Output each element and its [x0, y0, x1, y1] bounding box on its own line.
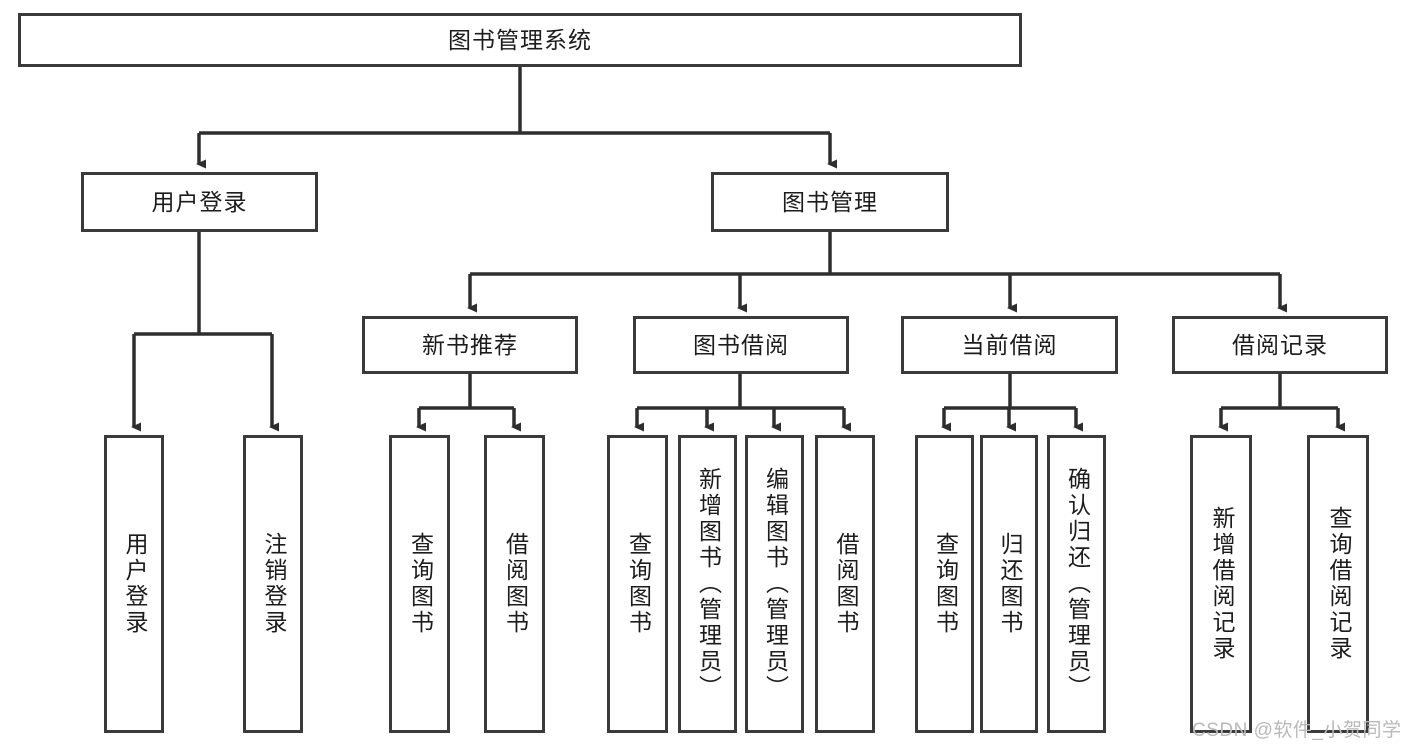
node-label: 查询图书 [407, 532, 434, 636]
leaf-query-book-current[interactable]: 查询图书 [915, 435, 974, 733]
node-user-login[interactable]: 用户登录 [81, 172, 318, 232]
leaf-confirm-return-admin[interactable]: 确认归还（管理员） [1047, 435, 1106, 733]
node-label: 借阅图书 [502, 532, 529, 636]
node-label: 查询借阅记录 [1325, 506, 1352, 662]
node-label: 图书管理 [782, 188, 878, 215]
node-label: 用户登录 [151, 188, 248, 215]
node-label: 归还图书 [996, 532, 1023, 636]
leaf-user-login[interactable]: 用户登录 [104, 435, 164, 733]
node-book-management[interactable]: 图书管理 [711, 172, 949, 232]
leaf-return-book[interactable]: 归还图书 [980, 435, 1038, 733]
node-borrow-record[interactable]: 借阅记录 [1172, 316, 1388, 374]
node-label: 注销登录 [260, 532, 287, 636]
node-label: 借阅记录 [1232, 331, 1328, 358]
node-label: 新书推荐 [422, 331, 518, 358]
node-root-book-management-system[interactable]: 图书管理系统 [18, 13, 1022, 67]
node-label: 图书借阅 [693, 331, 789, 358]
leaf-query-book-borrow[interactable]: 查询图书 [607, 435, 668, 733]
leaf-add-book-admin[interactable]: 新增图书（管理员） [678, 435, 737, 733]
node-current-borrow[interactable]: 当前借阅 [901, 316, 1118, 374]
node-book-borrow[interactable]: 图书借阅 [633, 316, 849, 374]
node-label: 确认归还（管理员） [1064, 467, 1091, 701]
leaf-borrow-book[interactable]: 借阅图书 [815, 435, 875, 733]
node-label: 用户登录 [121, 532, 148, 636]
node-label: 新增借阅记录 [1208, 506, 1235, 662]
leaf-borrow-book-recommend[interactable]: 借阅图书 [484, 435, 545, 733]
node-label: 编辑图书（管理员） [762, 467, 789, 701]
leaf-edit-book-admin[interactable]: 编辑图书（管理员） [745, 435, 804, 733]
leaf-query-borrow-record[interactable]: 查询借阅记录 [1307, 435, 1369, 733]
leaf-add-borrow-record[interactable]: 新增借阅记录 [1190, 435, 1252, 733]
node-label: 查询图书 [932, 532, 959, 636]
leaf-query-book-recommend[interactable]: 查询图书 [389, 435, 450, 733]
node-label: 借阅图书 [832, 532, 859, 636]
node-label: 图书管理系统 [448, 26, 592, 53]
node-label: 当前借阅 [961, 331, 1058, 358]
node-label: 查询图书 [625, 532, 652, 636]
leaf-logout[interactable]: 注销登录 [243, 435, 303, 733]
node-new-book-recommend[interactable]: 新书推荐 [362, 316, 578, 374]
csdn-watermark: CSDN @软件_小贺同学 [1192, 720, 1402, 741]
node-label: 新增图书（管理员） [695, 467, 722, 701]
